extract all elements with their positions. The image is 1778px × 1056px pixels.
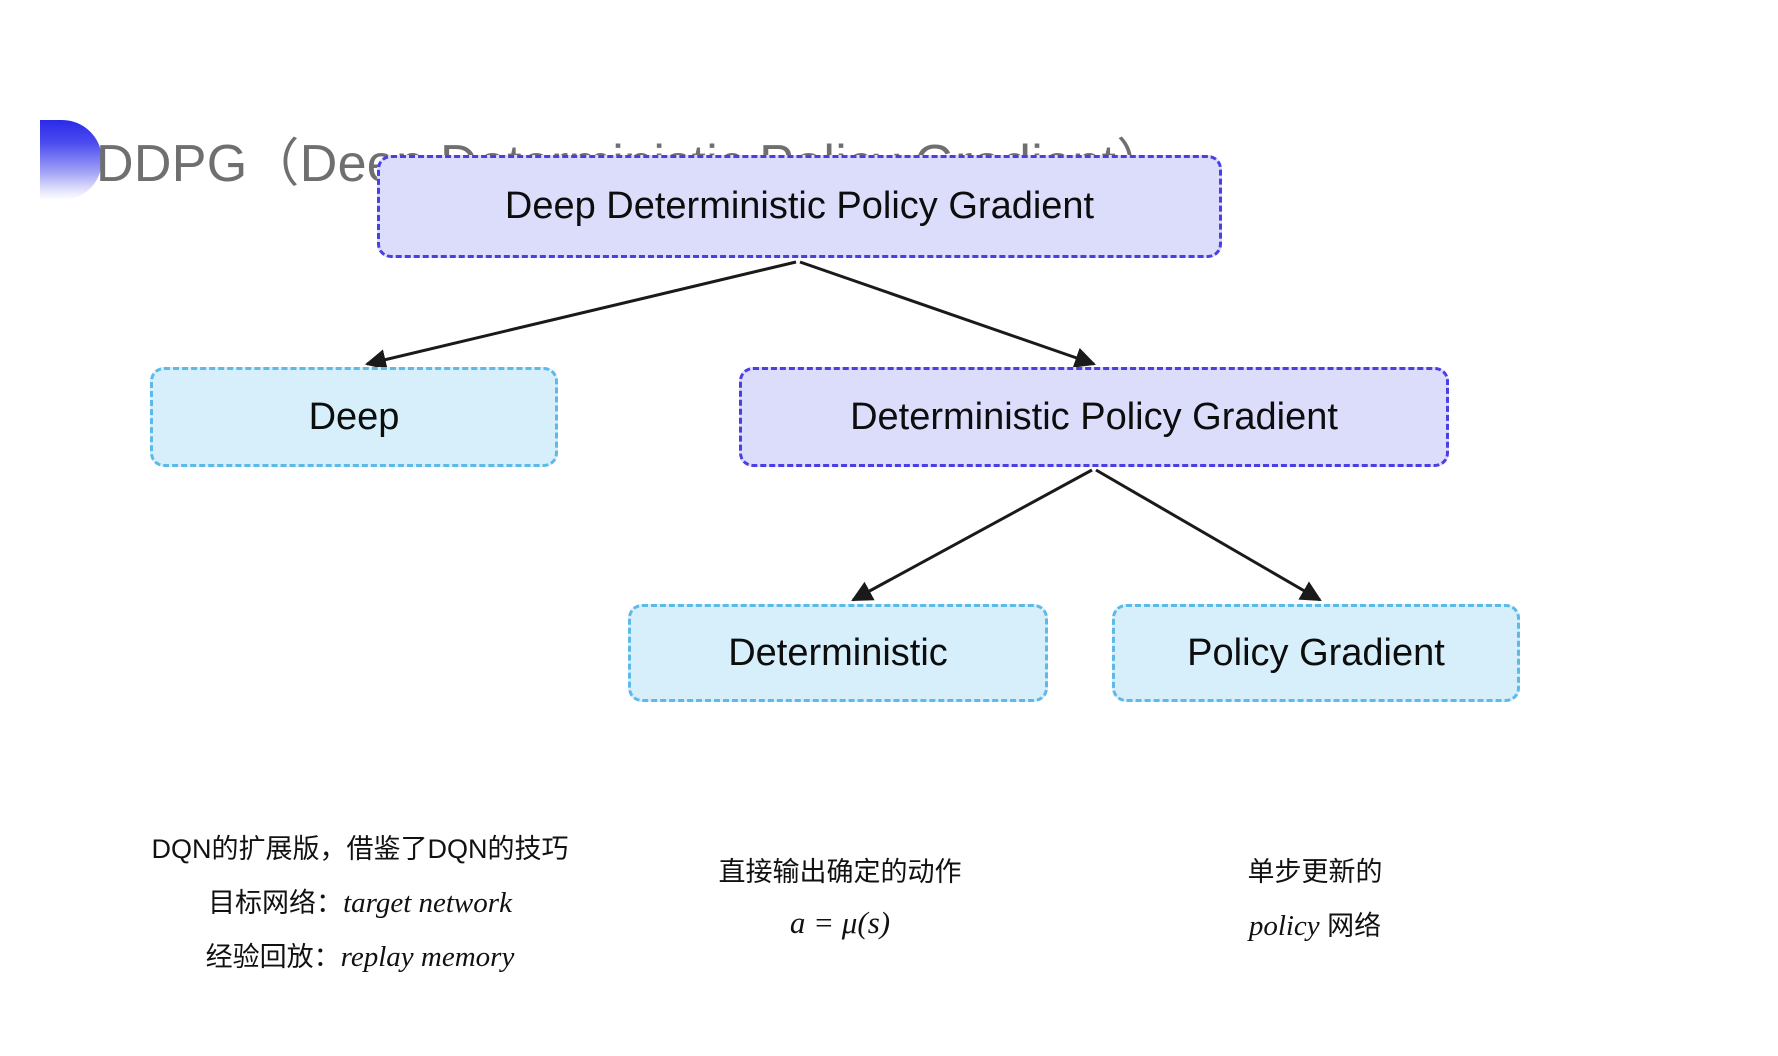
annotation-policy-gradient-line-1: 单步更新的 bbox=[1247, 857, 1383, 887]
node-dpg-label: Deterministic Policy Gradient bbox=[850, 395, 1338, 438]
node-root-label: Deep Deterministic Policy Gradient bbox=[504, 185, 1095, 227]
edge-root-to-deep bbox=[364, 260, 797, 370]
node-deep[interactable]: Deep bbox=[150, 367, 558, 467]
annotation-policy-gradient-suffix: 网络 bbox=[1319, 911, 1382, 941]
node-deep-deterministic-policy-gradient[interactable]: Deep Deterministic Policy Gradient bbox=[377, 155, 1222, 258]
annotation-deterministic-line-1: 直接输出确定的动作 bbox=[718, 857, 962, 887]
node-deep-label: Deep bbox=[308, 395, 400, 438]
annotation-deep-line-2: 目标网络：target network bbox=[75, 876, 645, 930]
annotation-deep-line-2-term: target network bbox=[343, 887, 512, 919]
node-policy-gradient[interactable]: Policy Gradient bbox=[1112, 604, 1520, 702]
annotation-policy-gradient-line-2: policy 网络 bbox=[1135, 899, 1495, 953]
annotation-deterministic: 直接输出确定的动作 a = μ(s) bbox=[660, 845, 1020, 947]
edge-dpg-to-deterministic bbox=[851, 468, 1093, 602]
edge-dpg-to-policy-gradient bbox=[1095, 468, 1322, 602]
annotation-deep-line-3-term: replay memory bbox=[340, 941, 515, 973]
annotation-policy-gradient: 单步更新的 policy 网络 bbox=[1135, 845, 1495, 953]
node-policy-gradient-label: Policy Gradient bbox=[1187, 631, 1445, 674]
annotation-deterministic-formula: a = μ(s) bbox=[789, 905, 891, 940]
annotation-policy-gradient-term: policy bbox=[1248, 910, 1320, 942]
annotation-deep-line-1: DQN的扩展版，借鉴了DQN的技巧 bbox=[151, 834, 569, 864]
node-deterministic-label: Deterministic bbox=[728, 631, 948, 674]
annotation-deep-line-3-label: 经验回放： bbox=[205, 942, 341, 972]
edge-root-to-dpg bbox=[799, 260, 1096, 368]
node-deterministic[interactable]: Deterministic bbox=[628, 604, 1048, 702]
annotation-deep-line-3: 经验回放：replay memory bbox=[75, 930, 645, 984]
node-deterministic-policy-gradient[interactable]: Deterministic Policy Gradient bbox=[739, 367, 1449, 467]
title-accent-shape bbox=[40, 120, 102, 200]
annotation-deep-line-2-label: 目标网络： bbox=[208, 888, 344, 918]
annotation-deep: DQN的扩展版，借鉴了DQN的技巧 目标网络：target network 经验… bbox=[75, 822, 645, 984]
slide-header: DDPG（Deep Deterministic Policy Gradient） bbox=[0, 56, 1778, 200]
